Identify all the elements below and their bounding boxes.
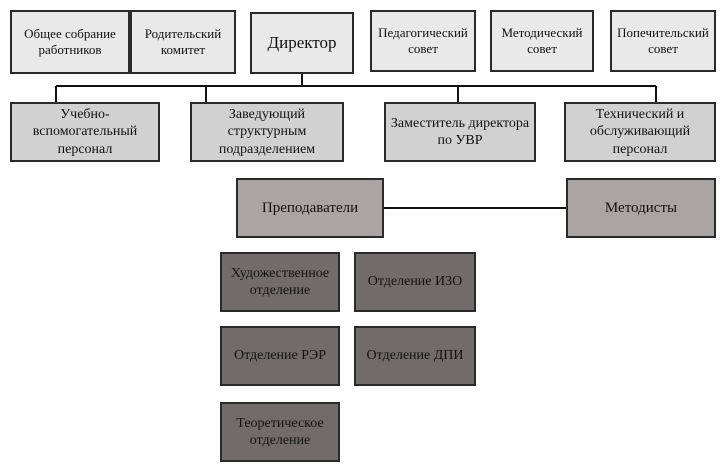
dpi-dept-box: Отделение ДПИ	[354, 326, 476, 386]
methodists-label: Методисты	[604, 199, 678, 216]
methodical-council-label: Методический совет	[501, 25, 583, 56]
parent-committee-box: Родительский комитет	[130, 10, 236, 74]
dpi-dept-label: Отделение ДПИ	[366, 348, 464, 364]
methodists-box: Методисты	[566, 178, 716, 238]
unit-head-label: Заведующий структурным подразделением	[218, 107, 316, 157]
technical-staff-label: Технический и обслуживающий персонал	[589, 107, 691, 157]
technical-staff-box: Технический и обслуживающий персонал	[564, 102, 716, 162]
support-staff-label: Учебно-вспомогательный персонал	[32, 107, 138, 157]
teachers-label: Преподаватели	[261, 199, 359, 216]
director-label: Директор	[267, 32, 337, 52]
rer-dept-label: Отделение РЭР	[233, 348, 327, 364]
pedagogical-council-box: Педагогический совет	[370, 10, 476, 72]
general-meeting-label: Общее собрание работников	[24, 26, 116, 57]
theory-dept-box: Теоретическое отделение	[220, 402, 340, 462]
pedagogical-council-label: Педагогический совет	[378, 25, 468, 56]
deputy-director-box: Заместитель директора по УВР	[384, 102, 536, 162]
support-staff-box: Учебно-вспомогательный персонал	[10, 102, 160, 162]
teachers-box: Преподаватели	[236, 178, 384, 238]
general-meeting-box: Общее собрание работников	[10, 10, 130, 74]
deputy-director-label: Заместитель директора по УВР	[390, 115, 530, 148]
parent-committee-label: Родительский комитет	[144, 26, 222, 57]
methodical-council-box: Методический совет	[490, 10, 594, 72]
rer-dept-box: Отделение РЭР	[220, 326, 340, 386]
board-of-trustees-label: Попечительский совет	[617, 25, 709, 56]
izo-dept-label: Отделение ИЗО	[367, 274, 463, 290]
theory-dept-label: Теоретическое отделение	[236, 415, 324, 448]
art-dept-label: Художественное отделение	[230, 265, 330, 298]
izo-dept-box: Отделение ИЗО	[354, 252, 476, 312]
board-of-trustees-box: Попечительский совет	[610, 10, 716, 72]
director-box: Директор	[250, 12, 354, 74]
art-dept-box: Художественное отделение	[220, 252, 340, 312]
unit-head-box: Заведующий структурным подразделением	[190, 102, 344, 162]
